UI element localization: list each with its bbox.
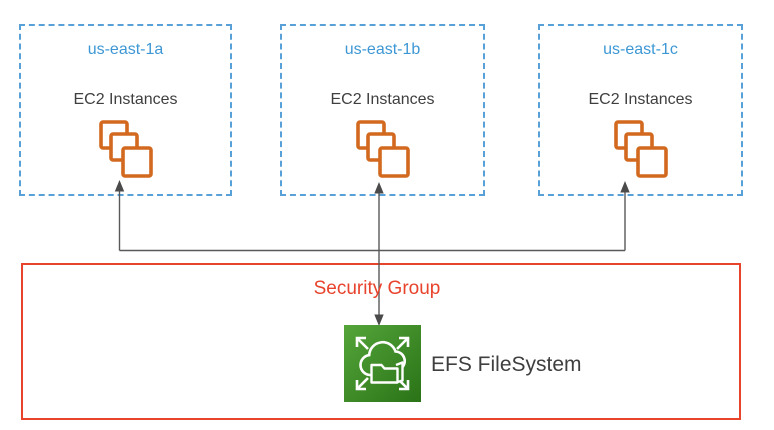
cloud-folder-glyph	[359, 340, 406, 384]
ec2-instances-icon	[355, 120, 410, 178]
ec2-instances-label: EC2 Instances	[330, 91, 435, 108]
az-name-label: us-east-1a	[87, 41, 164, 58]
az-name-label: us-east-1c	[603, 41, 678, 58]
ec2-instances-label: EC2 Instances	[588, 91, 693, 108]
az-name-label: us-east-1b	[344, 41, 421, 58]
efs-filesystem-label: EFS FileSystem	[431, 353, 582, 376]
ec2-instances-icon	[98, 120, 153, 178]
ec2-instances-label: EC2 Instances	[73, 91, 178, 108]
security-group-box	[21, 263, 741, 420]
az-box-us-east-1c: us-east-1c EC2 Instances	[538, 24, 743, 196]
ec2-instances-icon	[613, 120, 668, 178]
az-box-us-east-1b: us-east-1b EC2 Instances	[280, 24, 485, 196]
security-group-label: Security Group	[313, 278, 441, 299]
az-box-us-east-1a: us-east-1a EC2 Instances	[19, 24, 232, 196]
efs-filesystem-icon	[344, 325, 421, 402]
